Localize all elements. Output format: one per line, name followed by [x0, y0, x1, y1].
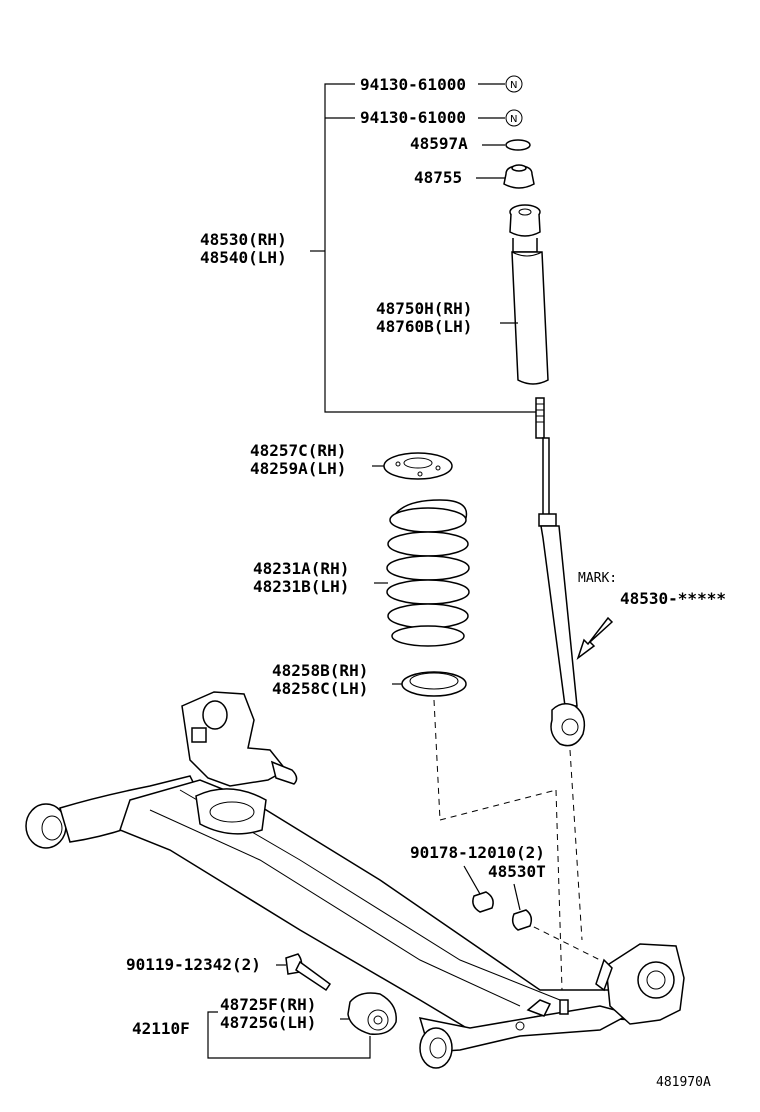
bolt-beam-label: 90119-12342(2): [126, 955, 261, 974]
beam-bush-rh-label: 48725F(RH): [220, 995, 316, 1014]
nut-top-1-label: 94130-61000: [360, 75, 466, 94]
lower-seat-rh-label: 48258B(RH): [272, 661, 368, 680]
washer-part: 48597A: [410, 134, 531, 153]
upper-seat-part: 48257C(RH) 48259A(LH): [250, 441, 453, 480]
coil-spring-part: [386, 499, 470, 647]
nut-top-1: 94130-61000 N: [360, 75, 523, 94]
lower-seat-part: 48258B(RH) 48258C(LH): [272, 661, 467, 698]
washer-label: 48597A: [410, 134, 468, 153]
beam-bolt-part: [285, 953, 332, 992]
bushing-label: 48755: [414, 168, 462, 187]
shock-absorber-part: [535, 397, 586, 747]
assembly-lh-label: 48540(LH): [200, 248, 287, 267]
collar-part: [511, 909, 533, 931]
nut-top-2: 94130-61000 N: [360, 108, 523, 127]
bumper-lh-label: 48760B(LH): [376, 317, 472, 336]
nut-symbol-label-2: N: [510, 114, 517, 125]
spring-rh-label: 48231A(RH): [253, 559, 349, 578]
beam-bush-lh-label: 48725G(LH): [220, 1013, 316, 1032]
assembly-rh-label: 48530(RH): [200, 230, 287, 249]
nut-symbol-icon: [505, 75, 523, 93]
nut-symbol-label: N: [510, 80, 517, 91]
lower-seat-lh-label: 48258C(LH): [272, 679, 368, 698]
mark-label: MARK:: [578, 571, 617, 586]
upper-seat-rh-label: 48257C(RH): [250, 441, 346, 460]
spring-lh-label: 48231B(LH): [253, 577, 349, 596]
mark-arrow-icon: [576, 616, 614, 661]
lower-bolt-part: [472, 891, 494, 913]
beam-label: 42110F: [132, 1019, 190, 1038]
nut-symbol-icon: [505, 109, 523, 127]
bushing-part: 48755: [414, 164, 535, 189]
mark-value: 48530-*****: [620, 589, 726, 608]
figure-id: 481970A: [656, 1075, 711, 1090]
beam-bushing-part: [347, 992, 397, 1035]
bump-stopper-part: [509, 204, 549, 385]
axle-beam-part: [25, 691, 685, 1069]
collar-label: 48530T: [488, 862, 546, 881]
bumper-rh-label: 48750H(RH): [376, 299, 472, 318]
upper-seat-lh-label: 48259A(LH): [250, 459, 346, 478]
nut-top-2-label: 94130-61000: [360, 108, 466, 127]
bolt-lower-label: 90178-12010(2): [410, 843, 545, 862]
alignment-lines: [433, 699, 601, 991]
assembly-bracket: [310, 83, 538, 413]
